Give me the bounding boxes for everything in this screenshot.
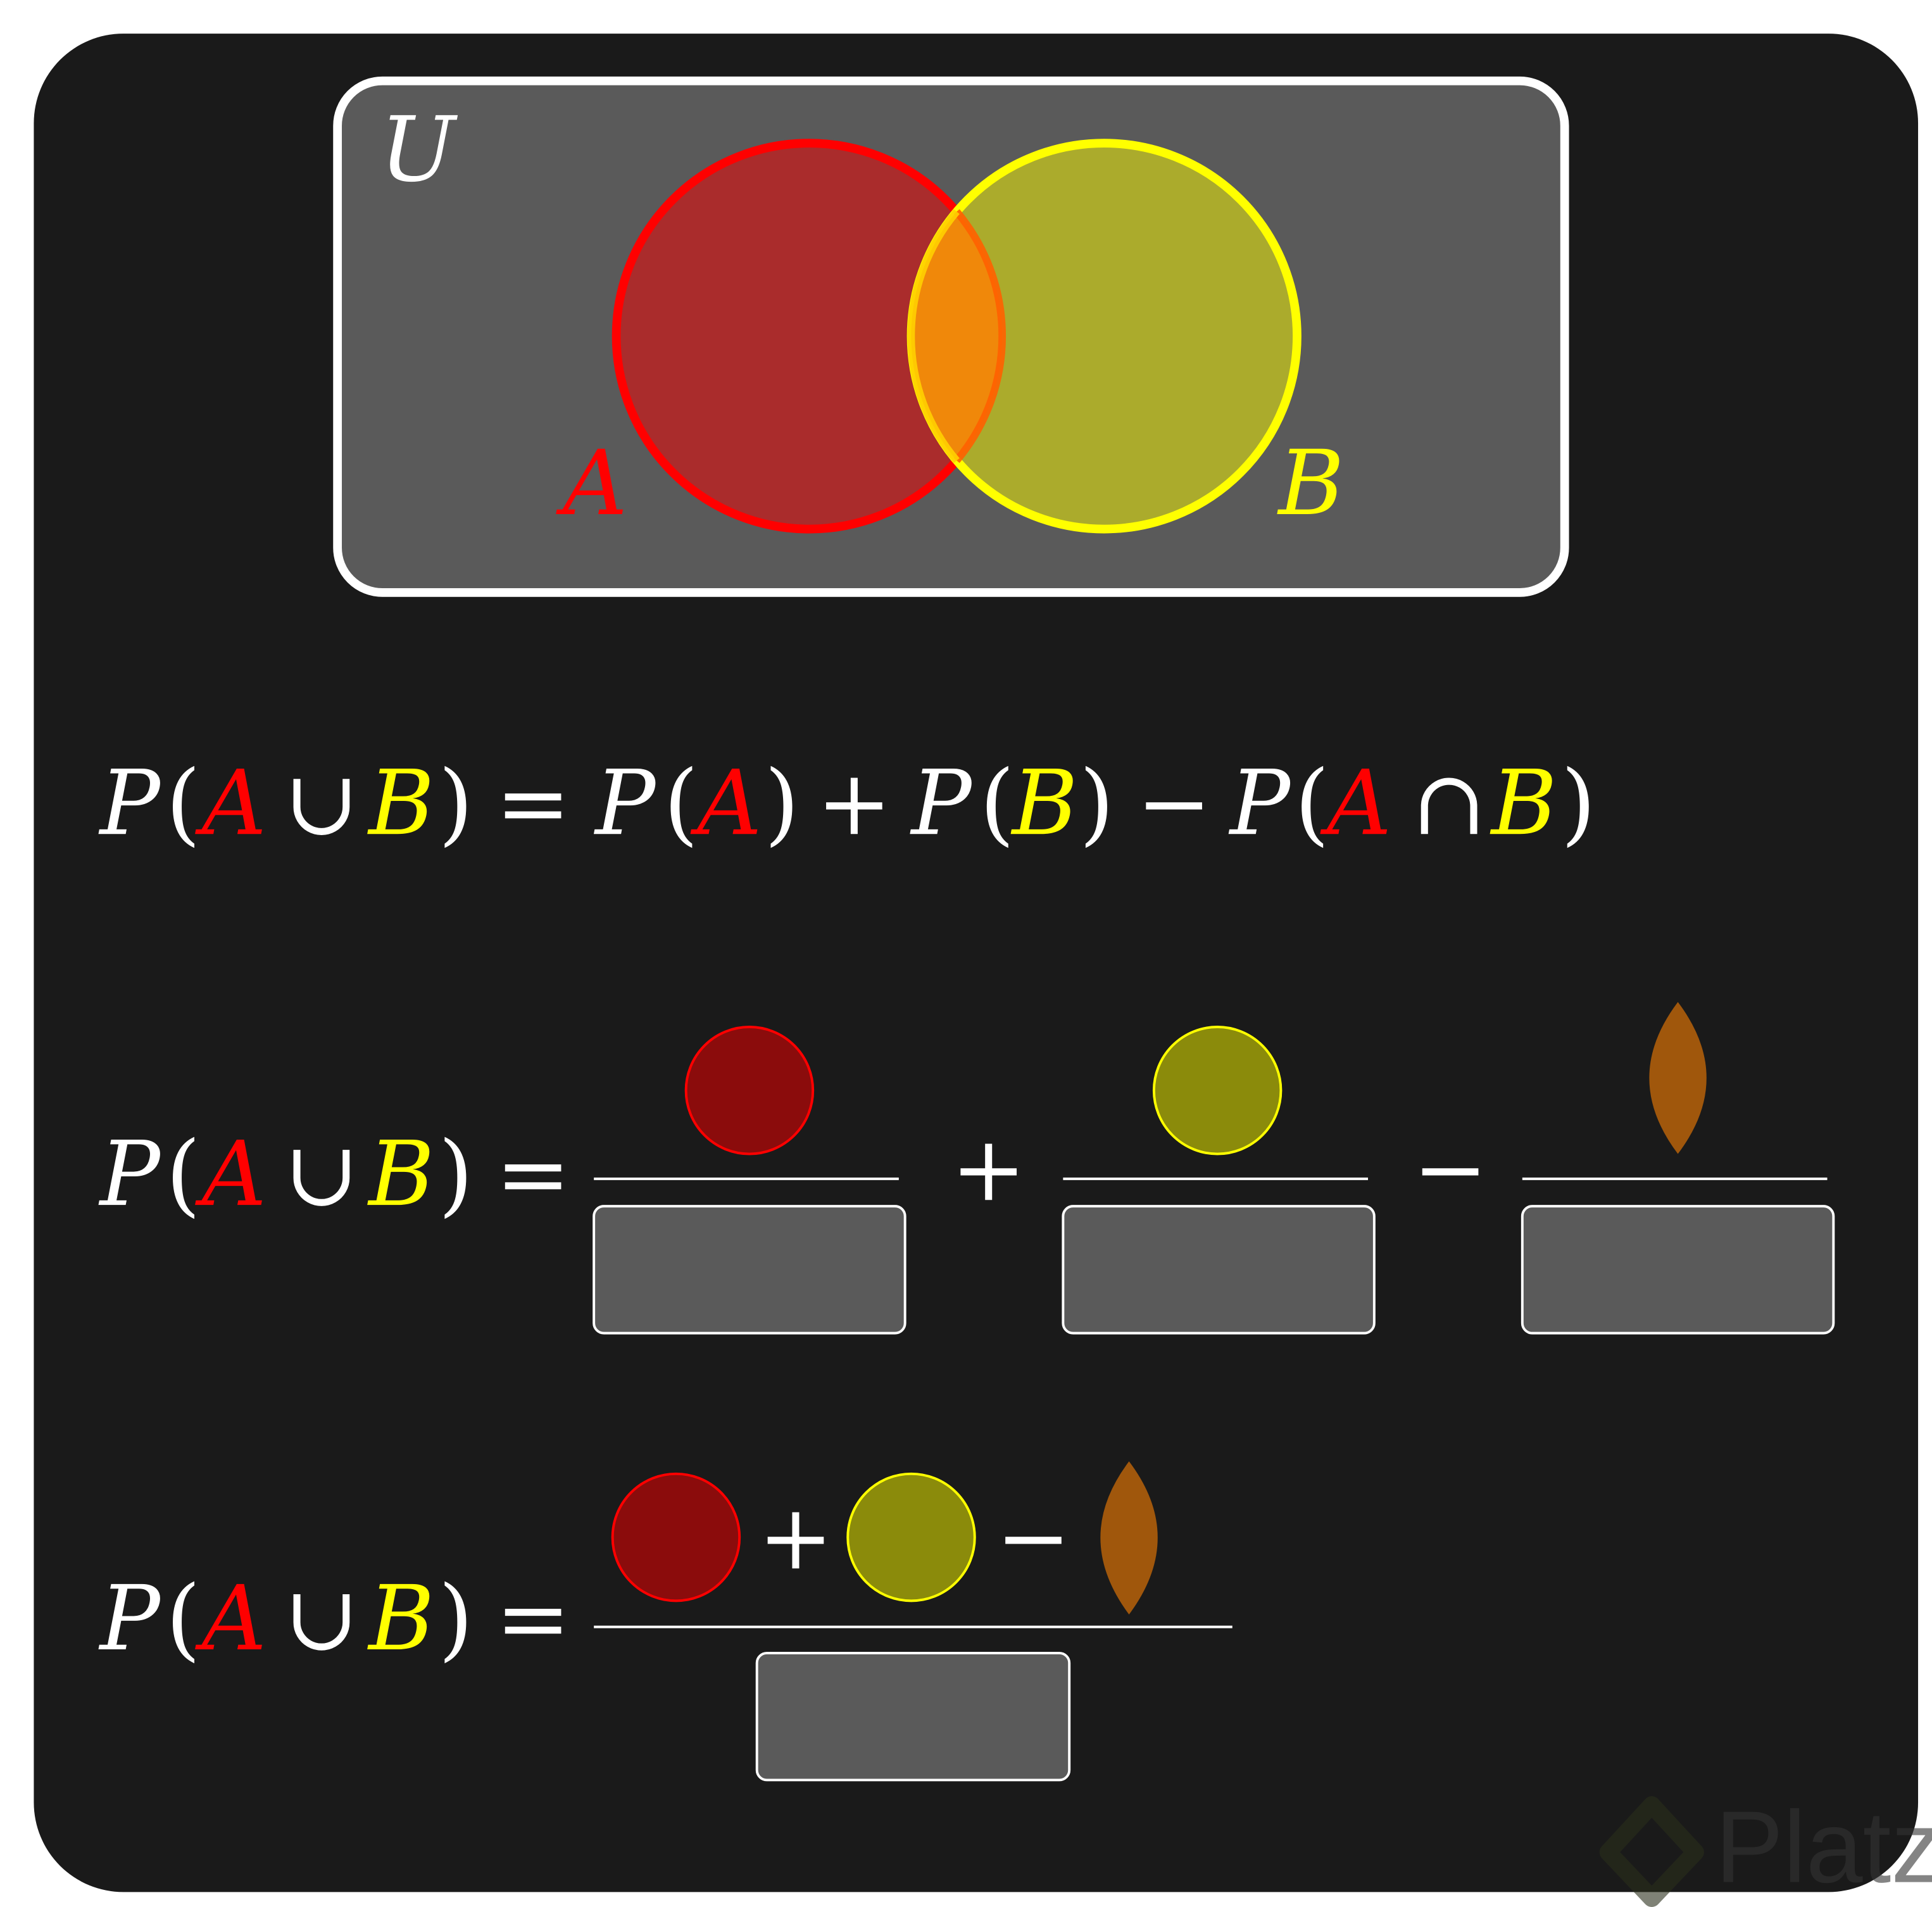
set-a-arc-over <box>953 209 1007 463</box>
set-b-symbol: B <box>1490 752 1557 855</box>
set-a-symbol: A <box>195 1567 267 1671</box>
intersection-region <box>911 211 1003 461</box>
prob-symbol: P <box>593 752 657 855</box>
platzi-logo-icon <box>1599 1796 1704 1907</box>
set-b-label: B <box>1276 432 1344 536</box>
open-paren: ( <box>166 1567 201 1671</box>
universe-label: U <box>380 98 458 202</box>
set-a-label: A <box>556 432 627 536</box>
platzi-watermark: Platzi <box>1599 1791 1932 1907</box>
universe-box-icon <box>1062 1205 1376 1335</box>
set-a-circle-icon <box>611 1472 741 1602</box>
set-a-symbol: A <box>690 752 762 855</box>
set-b-symbol: B <box>367 1123 434 1226</box>
open-paren: ( <box>166 752 201 855</box>
equals-symbol: = <box>496 1123 571 1226</box>
open-paren: ( <box>663 752 698 855</box>
set-b-circle-icon <box>1152 1026 1283 1155</box>
close-paren: ) <box>1079 752 1114 855</box>
intersection-symbol: ∩ <box>1412 752 1487 855</box>
plus-symbol: + <box>817 752 892 855</box>
prob-symbol: P <box>1228 752 1292 855</box>
minus-operator: − <box>996 1486 1071 1590</box>
plus-operator: + <box>758 1486 834 1590</box>
close-paren: ) <box>438 752 473 855</box>
open-paren: ( <box>166 1123 201 1226</box>
set-a-symbol: A <box>1320 752 1391 855</box>
close-paren: ) <box>1561 752 1596 855</box>
union-symbol: ∪ <box>284 1567 360 1671</box>
equation-row3-fraction: + − <box>594 1461 1233 1782</box>
equals-symbol: = <box>496 752 571 855</box>
equation-row2-lhs: P(A∪B)= <box>98 1123 571 1226</box>
union-symbol: ∪ <box>284 1123 360 1226</box>
set-b-symbol: B <box>367 1567 434 1671</box>
set-a-symbol: A <box>195 1123 267 1226</box>
set-a-circle-icon <box>684 1026 815 1155</box>
set-b-symbol: B <box>367 752 434 855</box>
close-paren: ) <box>764 752 799 855</box>
prob-symbol: P <box>98 1123 162 1226</box>
universe-box-icon <box>593 1205 906 1335</box>
venn-diagram: U A B <box>333 76 1569 597</box>
universe-box-icon <box>1521 1205 1835 1335</box>
equation-addition-rule: P(A∪B)=P(A)+P(B)−P(A∩B) <box>98 752 1596 855</box>
intersection-lens-icon <box>1649 1002 1707 1154</box>
intersection-lens-icon <box>1100 1461 1158 1614</box>
prob-symbol: P <box>98 752 162 855</box>
close-paren: ) <box>438 1567 473 1671</box>
plus-operator: + <box>951 1117 1026 1221</box>
open-paren: ( <box>980 752 1015 855</box>
equation-row2-fractions: + − <box>593 1002 1835 1335</box>
set-b-circle-icon <box>846 1472 976 1602</box>
platzi-wordmark: Platzi <box>1716 1791 1932 1904</box>
universe-box-icon <box>755 1651 1071 1782</box>
union-symbol: ∪ <box>284 752 360 855</box>
open-paren: ( <box>1295 752 1329 855</box>
prob-symbol: P <box>98 1567 162 1671</box>
equation-row3-lhs: P(A∪B)= <box>98 1567 571 1671</box>
equals-symbol: = <box>496 1567 571 1671</box>
prob-symbol: P <box>909 752 973 855</box>
close-paren: ) <box>438 1123 473 1226</box>
minus-symbol: − <box>1136 752 1212 855</box>
minus-operator: − <box>1413 1117 1488 1221</box>
set-a-symbol: A <box>195 752 267 855</box>
set-b-symbol: B <box>1010 752 1078 855</box>
set-b-arc-over <box>907 209 960 463</box>
